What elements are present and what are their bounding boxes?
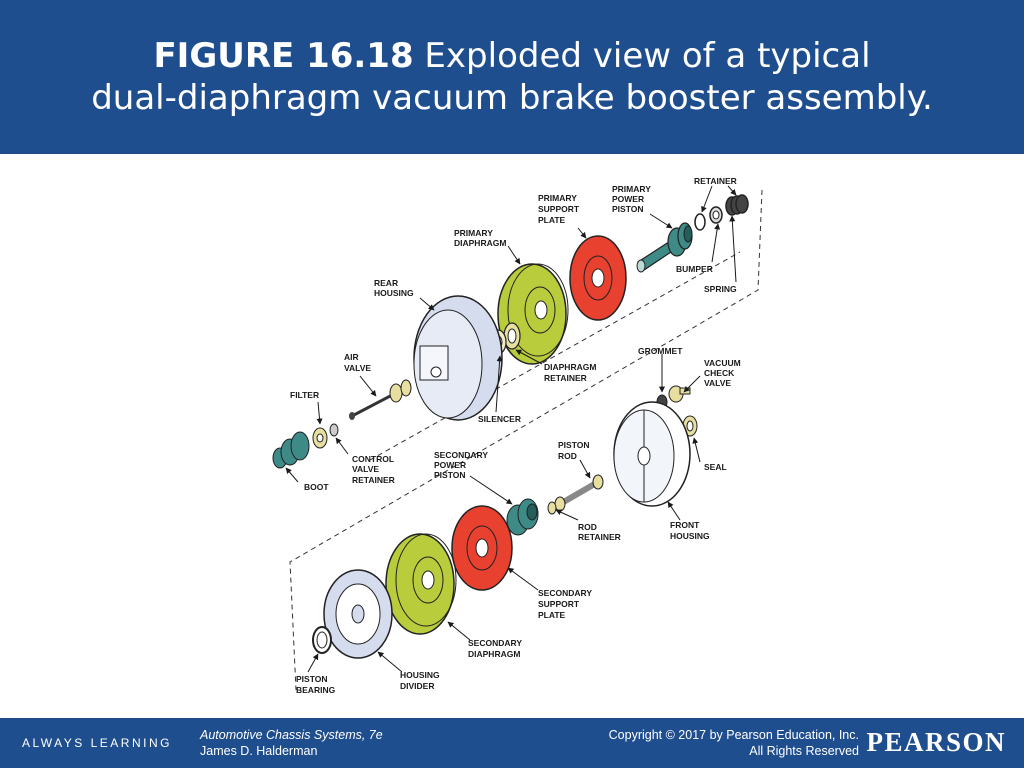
label-vacuum-check-valve-3: VALVE (704, 378, 731, 388)
title-text-1: Exploded view of a typical (413, 36, 871, 76)
vacuum-check-valve (668, 385, 691, 403)
part-labels: RETAINER PRIMARY POWER PISTON PRIMARY SU… (290, 176, 741, 695)
label-air-valve-2: VALVE (344, 363, 371, 373)
leader-lines (285, 185, 737, 673)
label-rear-housing-1: REAR (374, 278, 398, 288)
piston-rod (554, 474, 604, 512)
slide-title-line-2: dual-diaphragm vacuum brake booster asse… (91, 78, 933, 118)
copyright-notice: Copyright © 2017 by Pearson Education, I… (609, 727, 859, 759)
label-piston-rod-1: PISTON (558, 440, 590, 450)
label-control-valve-retainer-1: CONTROL (352, 454, 394, 464)
bumper-ring (709, 206, 723, 224)
label-bumper: BUMPER (676, 264, 713, 274)
pearson-logo: PEARSON (866, 727, 1006, 757)
label-secondary-diaphragm-2: DIAPHRAGM (468, 649, 520, 659)
front-housing (613, 401, 691, 507)
label-seal: SEAL (704, 462, 727, 472)
label-primary-power-piston-2: POWER (612, 194, 644, 204)
label-piston-bearing-1: PISTON (296, 674, 328, 684)
label-filter: FILTER (290, 390, 319, 400)
filter (312, 427, 328, 449)
label-air-valve-1: AIR (344, 352, 359, 362)
label-control-valve-retainer-2: VALVE (352, 464, 379, 474)
label-secondary-power-piston-2: POWER (434, 460, 466, 470)
label-secondary-support-plate-2: SUPPORT (538, 599, 580, 609)
diaphragm-retainer (503, 322, 521, 350)
label-housing-divider-2: DIVIDER (400, 681, 434, 691)
booster-exploded-diagram: RETAINER PRIMARY POWER PISTON PRIMARY SU… (260, 170, 780, 700)
label-secondary-power-piston-3: PISTON (434, 470, 466, 480)
boot (272, 431, 310, 469)
label-secondary-diaphragm-1: SECONDARY (468, 638, 522, 648)
label-secondary-support-plate-1: SECONDARY (538, 588, 592, 598)
housing-divider (323, 569, 393, 659)
piston-bearing (312, 626, 332, 654)
primary-diaphragm (497, 263, 569, 365)
dashed-axis-lines (289, 189, 763, 691)
label-rear-housing-2: HOUSING (374, 288, 414, 298)
label-vacuum-check-valve-1: VACUUM (704, 358, 741, 368)
book-title: Automotive Chassis Systems, 7e (200, 728, 383, 742)
label-piston-rod-2: ROD (558, 451, 577, 461)
label-grommet: GROMMET (638, 346, 683, 356)
label-front-housing-1: FRONT (670, 520, 700, 530)
label-diaphragm-retainer-2: RETAINER (544, 373, 587, 383)
label-primary-diaphragm-1: PRIMARY (454, 228, 493, 238)
spring-coil (725, 194, 749, 216)
title-banner: FIGURE 16.18 Exploded view of a typical … (0, 0, 1024, 154)
label-primary-power-piston-1: PRIMARY (612, 184, 651, 194)
rod-retainer (547, 501, 557, 515)
control-valve-retainer (329, 423, 339, 437)
footer-bar: ALWAYS LEARNING Automotive Chassis Syste… (0, 718, 1024, 768)
label-vacuum-check-valve-2: CHECK (704, 368, 735, 378)
primary-power-piston (636, 222, 693, 273)
label-primary-power-piston-3: PISTON (612, 204, 644, 214)
label-rod-retainer-1: ROD (578, 522, 597, 532)
book-author: James D. Halderman (200, 744, 318, 758)
label-silencer: SILENCER (478, 414, 521, 424)
label-control-valve-retainer-3: RETAINER (352, 475, 395, 485)
label-primary-diaphragm-2: DIAPHRAGM (454, 238, 506, 248)
air-valve (349, 379, 412, 420)
label-primary-support-plate-3: PLATE (538, 215, 566, 225)
label-rod-retainer-2: RETAINER (578, 532, 621, 542)
rear-housing (413, 295, 503, 421)
label-front-housing-2: HOUSING (670, 531, 710, 541)
retainer-ring (694, 213, 706, 231)
label-retainer: RETAINER (694, 176, 737, 186)
label-diaphragm-retainer-1: DIAPHRAGM (544, 362, 596, 372)
always-learning-tagline: ALWAYS LEARNING (22, 736, 172, 750)
slide-title-line-1: FIGURE 16.18 Exploded view of a typical (153, 35, 870, 77)
secondary-diaphragm (385, 533, 457, 635)
label-secondary-power-piston-1: SECONDARY (434, 450, 488, 460)
label-primary-support-plate-1: PRIMARY (538, 193, 577, 203)
primary-support-plate (569, 235, 627, 321)
secondary-power-piston (506, 498, 539, 536)
figure-number: FIGURE 16.18 (153, 36, 414, 76)
label-housing-divider-1: HOUSING (400, 670, 440, 680)
rights-line: All Rights Reserved (749, 744, 859, 758)
book-info: Automotive Chassis Systems, 7e James D. … (200, 727, 383, 759)
label-piston-bearing-2: BEARING (296, 685, 336, 695)
secondary-support-plate (451, 505, 513, 591)
copyright-line: Copyright © 2017 by Pearson Education, I… (608, 728, 859, 742)
label-primary-support-plate-2: SUPPORT (538, 204, 580, 214)
label-secondary-support-plate-3: PLATE (538, 610, 566, 620)
diagram-svg: RETAINER PRIMARY POWER PISTON PRIMARY SU… (272, 176, 763, 695)
label-boot: BOOT (304, 482, 329, 492)
label-spring: SPRING (704, 284, 737, 294)
